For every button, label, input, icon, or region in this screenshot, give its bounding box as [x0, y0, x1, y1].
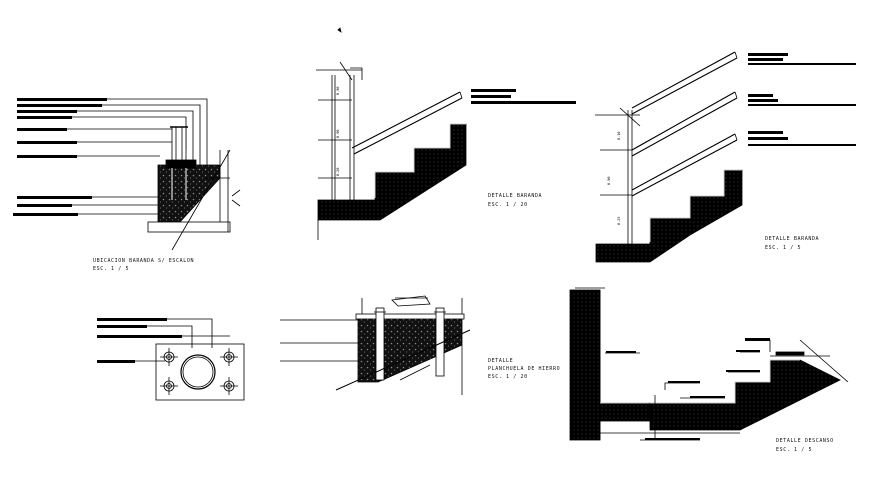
svg-text:0.90: 0.90	[336, 130, 340, 138]
scale-detalle-baranda-1: ESC. 1 / 20	[488, 202, 528, 208]
title-ubicacion-baranda: UBICACION BARANDA S/ ESCALON	[93, 258, 195, 264]
svg-text:0.25: 0.25	[617, 217, 621, 225]
label-bars-left	[13, 98, 107, 216]
title-detalle-baranda-1: DETALLE BARANDA	[488, 193, 543, 199]
svg-text:0.10: 0.10	[617, 132, 621, 140]
scale-detalle-baranda-2: ESC. 1 / 5	[765, 245, 802, 251]
detail-baranda-1-20: 0.90 0.90 0.20	[316, 27, 576, 240]
title-detalle-baranda-2: DETALLE BARANDA	[765, 236, 820, 242]
detail-baranda-1-5: 0.10 0.90 0.25	[595, 51, 856, 263]
scale-detalle-planchuela: ESC. 1 / 20	[488, 374, 528, 380]
scale-detalle-descanso: ESC. 1 / 5	[776, 447, 813, 453]
svg-text:0.90: 0.90	[607, 177, 611, 185]
scale-ubicacion-baranda: ESC. 1 / 5	[93, 266, 130, 272]
title-detalle-planchuela-1: DETALLE	[488, 358, 514, 364]
title-detalle-descanso: DETALLE DESCANSO	[776, 438, 834, 444]
detail-plate-plan	[97, 318, 245, 401]
bolt-circles	[163, 351, 235, 392]
svg-text:0.90: 0.90	[336, 87, 340, 95]
title-detalle-planchuela-2: PLANCHUELA DE HIERRO	[488, 366, 561, 372]
anchor-bolts	[374, 307, 446, 381]
detail-descanso	[569, 287, 849, 441]
detail-planchuela	[280, 295, 471, 395]
svg-text:0.20: 0.20	[336, 168, 340, 176]
detail-ubicacion-baranda	[13, 98, 241, 251]
